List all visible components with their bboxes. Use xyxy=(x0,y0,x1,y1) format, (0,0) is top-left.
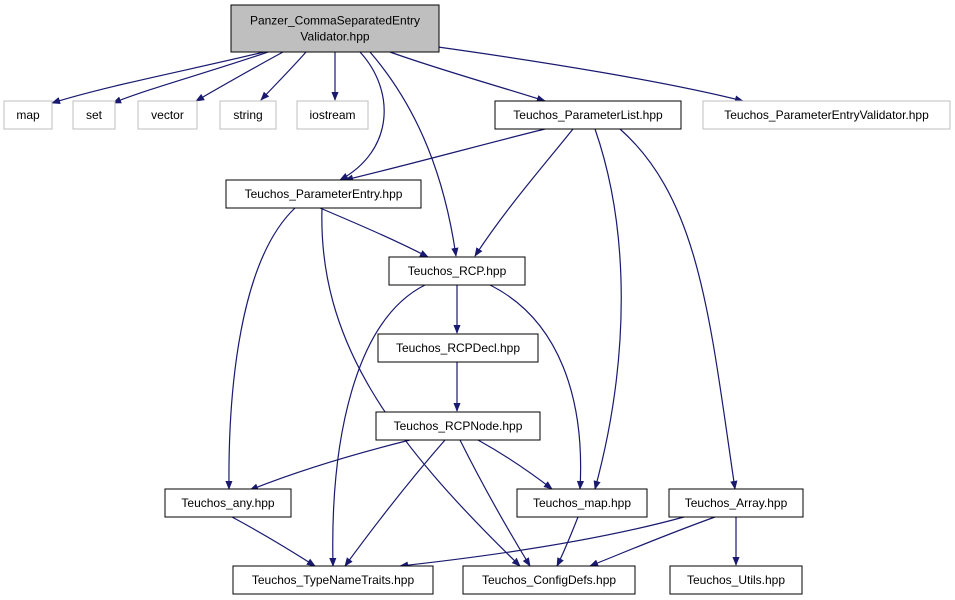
node-box-vector[interactable] xyxy=(137,100,198,130)
edge-any-to-tnt xyxy=(231,516,316,567)
node-utils[interactable]: Teuchos_Utils.hpp xyxy=(669,565,803,595)
edge-tmap-to-config xyxy=(556,516,579,567)
node-label-config: Teuchos_ConfigDefs.hpp xyxy=(482,573,616,587)
edge-array-to-tnt xyxy=(399,516,685,569)
node-paramentry[interactable]: Teuchos_ParameterEntry.hpp xyxy=(225,179,422,209)
node-label-string: string xyxy=(233,108,262,122)
node-label-rcpdecl: Teuchos_RCPDecl.hpp xyxy=(396,341,520,355)
node-box-utils[interactable] xyxy=(669,565,803,595)
node-label-pev: Teuchos_ParameterEntryValidator.hpp xyxy=(724,108,929,122)
node-any[interactable]: Teuchos_any.hpp xyxy=(164,488,292,518)
edge-root-to-map xyxy=(51,51,265,105)
node-box-set[interactable] xyxy=(72,100,116,130)
edge-rcpnode-to-tmap xyxy=(477,439,553,490)
node-label-root-line-0: Panzer_CommaSeparatedEntry xyxy=(250,14,420,28)
node-rcp[interactable]: Teuchos_RCP.hpp xyxy=(388,256,526,286)
node-label-iostream: iostream xyxy=(309,108,355,122)
edge-paramlist-to-array xyxy=(619,128,738,490)
edge-rcpnode-to-config xyxy=(459,439,531,567)
node-label-paramlist: Teuchos_ParameterList.hpp xyxy=(513,108,663,122)
node-box-config[interactable] xyxy=(462,565,636,595)
edge-array-to-config xyxy=(589,516,716,567)
edge-root-to-set xyxy=(112,51,269,104)
edge-paramentry-to-rcp xyxy=(319,207,429,258)
node-label-rcp: Teuchos_RCP.hpp xyxy=(408,264,507,278)
edge-rcp-to-tmap xyxy=(489,284,585,490)
node-box-rcpdecl[interactable] xyxy=(377,333,539,363)
node-label-root-line-1: Validator.hpp xyxy=(300,30,369,44)
node-box-tmap[interactable] xyxy=(516,488,648,518)
node-label-set: set xyxy=(86,108,103,122)
node-map[interactable]: map xyxy=(3,100,53,130)
edge-root-to-paramlist xyxy=(389,51,546,102)
node-box-array[interactable] xyxy=(668,488,804,518)
node-paramlist[interactable]: Teuchos_ParameterList.hpp xyxy=(494,100,682,130)
edge-root-to-paramentry xyxy=(339,51,385,181)
edge-rcpnode-to-any xyxy=(249,439,411,491)
node-box-paramlist[interactable] xyxy=(494,100,682,130)
node-label-rcpnode: Teuchos_RCPNode.hpp xyxy=(394,419,523,433)
edge-root-to-vector xyxy=(195,51,284,102)
edge-paramlist-to-tmap xyxy=(593,128,622,490)
node-rcpdecl[interactable]: Teuchos_RCPDecl.hpp xyxy=(377,333,539,363)
node-string[interactable]: string xyxy=(219,100,277,130)
edge-root-to-string xyxy=(260,51,307,101)
node-iostream[interactable]: iostream xyxy=(296,100,369,130)
edge-paramentry-to-config xyxy=(321,207,521,567)
node-box-rcpnode[interactable] xyxy=(375,411,541,441)
node-tnt[interactable]: Teuchos_TypeNameTraits.hpp xyxy=(232,565,434,595)
node-set[interactable]: set xyxy=(72,100,116,130)
edge-paramentry-to-any xyxy=(225,207,296,490)
edge-paramlist-to-rcp xyxy=(474,128,574,257)
node-rcpnode[interactable]: Teuchos_RCPNode.hpp xyxy=(375,411,541,441)
node-label-vector: vector xyxy=(151,108,184,122)
node-label-array: Teuchos_Array.hpp xyxy=(685,496,788,510)
node-box-paramentry[interactable] xyxy=(225,179,422,209)
nodes-layer: Panzer_CommaSeparatedEntryValidator.hppm… xyxy=(3,4,951,595)
node-vector[interactable]: vector xyxy=(137,100,198,130)
node-box-pev[interactable] xyxy=(702,100,951,130)
node-box-tnt[interactable] xyxy=(232,565,434,595)
node-label-any: Teuchos_any.hpp xyxy=(181,496,275,510)
edge-rcpnode-to-tnt xyxy=(344,439,446,567)
node-box-any[interactable] xyxy=(164,488,292,518)
edges-layer xyxy=(51,46,744,569)
edge-paramlist-to-paramentry xyxy=(344,128,546,182)
node-box-rcp[interactable] xyxy=(388,256,526,286)
edge-root-to-pev xyxy=(437,46,744,103)
node-label-tnt: Teuchos_TypeNameTraits.hpp xyxy=(252,573,415,587)
node-label-paramentry: Teuchos_ParameterEntry.hpp xyxy=(245,187,403,201)
node-box-iostream[interactable] xyxy=(296,100,369,130)
edge-root-to-rcp xyxy=(369,51,459,257)
node-box-map[interactable] xyxy=(3,100,53,130)
node-label-tmap: Teuchos_map.hpp xyxy=(533,496,631,510)
node-label-utils: Teuchos_Utils.hpp xyxy=(687,573,785,587)
node-config[interactable]: Teuchos_ConfigDefs.hpp xyxy=(462,565,636,595)
edge-rcp-to-tnt xyxy=(329,284,426,567)
node-array[interactable]: Teuchos_Array.hpp xyxy=(668,488,804,518)
node-box-string[interactable] xyxy=(219,100,277,130)
node-tmap[interactable]: Teuchos_map.hpp xyxy=(516,488,648,518)
node-box-root[interactable] xyxy=(230,4,440,53)
node-pev[interactable]: Teuchos_ParameterEntryValidator.hpp xyxy=(702,100,951,130)
node-label-map: map xyxy=(16,108,40,122)
